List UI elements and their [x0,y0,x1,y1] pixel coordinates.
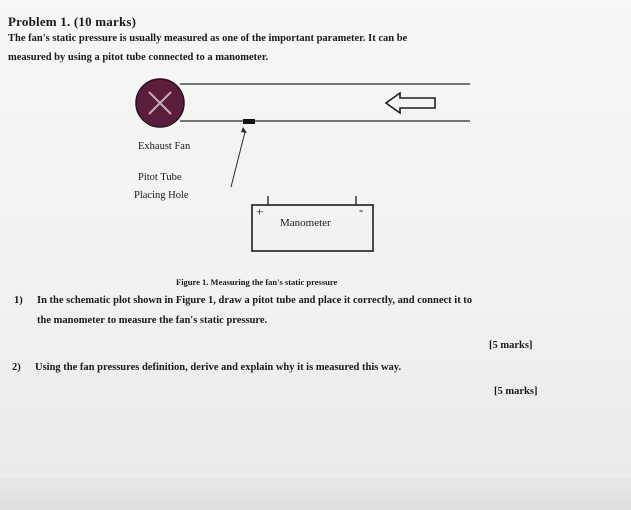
manometer-plus-sign: + [256,204,264,219]
question-1-line-1: In the schematic plot shown in Figure 1,… [37,295,473,306]
question-2-number: 2) [12,362,21,373]
question-1-marks: [5 marks] [489,340,533,351]
problem-intro-line-1: The fan's static pressure is usually mea… [8,33,408,44]
pitot-tube-label-line-2: Placing Hole [134,190,189,201]
manometer-minus-sign: - [359,202,364,217]
problem-heading: Problem 1. (10 marks) [8,14,137,29]
pitot-leader-line [230,131,246,188]
pitot-leader-arrowhead-icon [241,127,247,133]
question-2-marks: [5 marks] [494,386,538,397]
manometer-box [251,204,374,252]
flow-direction-arrow-icon [384,91,436,115]
question-1-number: 1) [14,295,23,306]
exhaust-fan-icon [135,78,185,128]
figure-caption: Figure 1. Measuring the fan's static pre… [176,277,338,287]
pitot-tube-label-line-1: Pitot Tube [138,172,182,183]
problem-intro-line-2: measured by using a pitot tube connected… [8,52,269,63]
manometer-label: Manometer [280,217,331,229]
paper-bottom-shadow [0,478,631,510]
question-2-line-1: Using the fan pressures definition, deri… [35,362,402,373]
exhaust-fan-label: Exhaust Fan [138,141,191,152]
question-1-line-2: the manometer to measure the fan's stati… [37,315,268,326]
pitot-placing-hole [243,119,255,124]
